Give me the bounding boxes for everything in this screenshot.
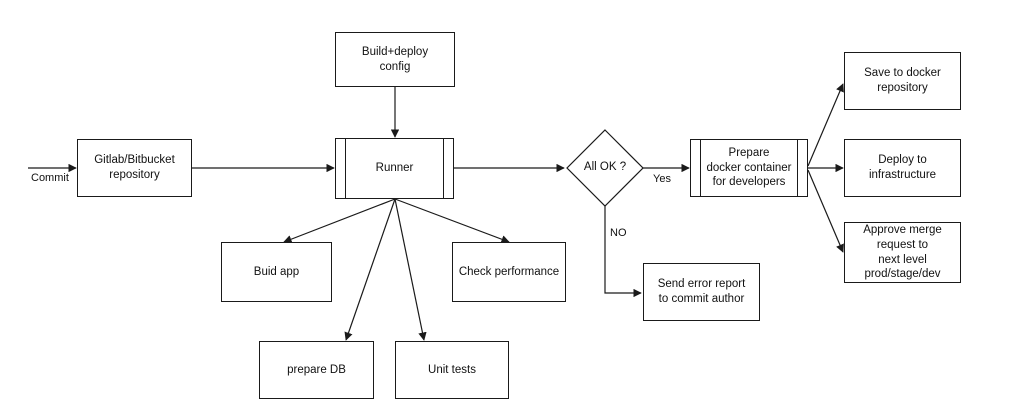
deploy-infra-label: Deploy to infrastructure <box>868 154 937 181</box>
check-performance-box[interactable]: Check performance <box>452 242 566 302</box>
repository-label: Gitlab/Bitbucket repository <box>94 154 175 181</box>
prepare-db-box[interactable]: prepare DB <box>259 341 374 399</box>
no-label: NO <box>610 227 627 239</box>
unit-tests-box[interactable]: Unit tests <box>395 341 509 399</box>
check-performance-label: Check performance <box>458 265 560 278</box>
build-app-label: Buid app <box>253 265 300 278</box>
edge-runner-to-prepare-db <box>344 198 396 341</box>
build-deploy-config-label: Build+deploy config <box>361 45 429 73</box>
edge-prepare-to-save <box>807 83 844 167</box>
deploy-infra-box[interactable]: Deploy to infrastructure <box>844 139 961 197</box>
runner-label: Runner <box>375 162 414 175</box>
edge-runner-to-build-app <box>283 198 396 244</box>
save-docker-label: Save to docker repository <box>864 67 941 94</box>
build-deploy-config-box[interactable]: Build+deploy config <box>335 32 455 87</box>
yes-label: Yes <box>653 173 671 185</box>
runner-box[interactable]: Runner <box>335 138 454 199</box>
approve-merge-box[interactable]: Approve merge request to next level prod… <box>844 222 961 283</box>
edge-runner-to-unit-tests <box>394 198 427 341</box>
approve-merge-label: Approve merge request to next level prod… <box>863 223 942 281</box>
edge-runner-to-check-performance <box>394 198 510 244</box>
save-docker-box[interactable]: Save to docker repository <box>844 52 961 110</box>
edge-prepare-to-approve <box>807 169 844 253</box>
prepare-container-box[interactable]: Prepare docker container for developers <box>690 139 808 197</box>
commit-label: Commit <box>31 172 69 184</box>
decision-label: All OK ? <box>583 161 627 173</box>
send-error-box[interactable]: Send error report to commit author <box>643 263 760 321</box>
prepare-container-label: Prepare docker container for developers <box>706 146 792 189</box>
repository-box[interactable]: Gitlab/Bitbucket repository <box>77 139 192 197</box>
unit-tests-label: Unit tests <box>428 363 476 376</box>
prepare-db-label: prepare DB <box>287 363 346 376</box>
build-app-box[interactable]: Buid app <box>221 242 332 302</box>
send-error-label: Send error report to commit author <box>657 278 746 305</box>
edge-decision-no <box>604 206 642 298</box>
